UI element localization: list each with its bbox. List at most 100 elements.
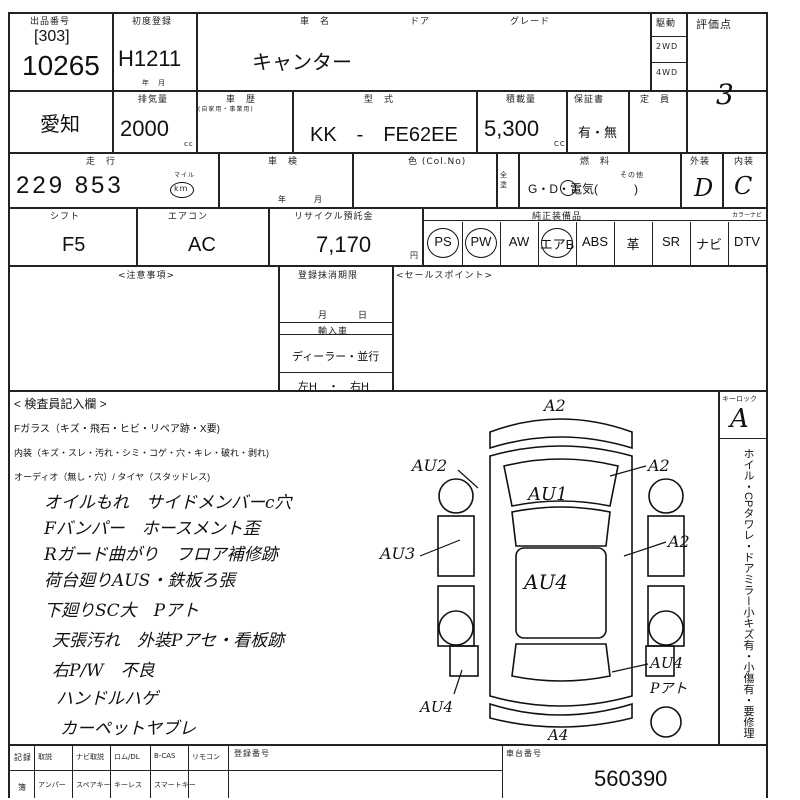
equipment-item: ナビ — [695, 237, 722, 252]
inspector-note-line: ハンドルハゲ — [56, 689, 158, 709]
v-sep — [422, 207, 424, 265]
v-sep — [112, 12, 114, 90]
lot-number: 10265 — [22, 50, 100, 81]
key-mark: A — [730, 404, 749, 434]
repaint-label: 全塗 — [500, 171, 508, 189]
equipment-circle — [427, 228, 459, 258]
v-sep — [110, 744, 111, 798]
navi-label: カラーナビ — [732, 212, 763, 219]
footer-item: ナビ取説 — [76, 753, 104, 761]
load-label: 積載量 — [506, 95, 537, 105]
lot-bracket: [303] — [34, 28, 70, 45]
v-sep — [228, 744, 229, 798]
fuel-options: G・D・電気( ) — [528, 182, 638, 196]
shift-label: シフト — [50, 212, 81, 222]
frame-right — [766, 12, 768, 798]
inspector-title: < 検査員記入欄 > — [14, 397, 107, 411]
load-value: 5,300 — [484, 116, 540, 141]
recycle-unit: 円 — [410, 251, 419, 260]
v-sep — [278, 265, 280, 390]
v-sep — [72, 744, 73, 798]
interior-label: 内装 — [734, 157, 755, 167]
row-sep-4 — [8, 265, 768, 267]
equipment-item: ABS — [581, 234, 608, 249]
side-vertical-notes: ホイル・CPタワレ・ドアミラー小キズ有・小傷有・要修理 — [742, 448, 754, 739]
equipment-item: DTV — [734, 234, 760, 249]
equipment-sep — [538, 222, 539, 265]
sales-label: <セールスポイント> — [396, 271, 494, 281]
key-label: キーロック — [722, 395, 757, 403]
mileage-label: 走 行 — [86, 157, 117, 167]
footer-item: アンパー — [38, 781, 66, 789]
footer-item: リモコン — [192, 753, 220, 761]
chassis-value: 560390 — [594, 766, 668, 791]
mileage-unit-sub: マイル — [174, 172, 196, 179]
h-sep — [650, 36, 686, 37]
color-label: 色 (Col.No) — [408, 157, 467, 167]
mark-au2: AU2 — [412, 456, 448, 475]
mark-a2-mid: A2 — [668, 532, 690, 551]
mark-au4-right: AU4 — [650, 654, 684, 672]
load-unit: CC — [554, 140, 566, 148]
row-sep-5 — [8, 390, 768, 392]
v-sep — [352, 152, 354, 207]
v-sep — [686, 12, 688, 152]
mileage-unit: km — [174, 184, 189, 193]
h-sep — [718, 438, 768, 439]
inspector-note-line: 天張汚れ 外装Pアセ・看板跡 — [52, 631, 285, 651]
v-sep — [292, 90, 294, 152]
inspector-note-line: 右P/W 不良 — [52, 661, 155, 681]
warranty-value: 有・無 — [578, 125, 618, 140]
inspector-note-line: Rガード曲がり フロア補修跡 — [44, 545, 278, 565]
v-sep — [680, 152, 682, 207]
footer-left-label-1: 記録 — [14, 753, 32, 762]
h-sep — [650, 62, 686, 63]
v-sep — [476, 90, 478, 152]
v-sep — [112, 90, 114, 152]
equipment-sep — [614, 222, 615, 265]
equipment-sep — [576, 222, 577, 265]
region-value: 愛知 — [40, 114, 80, 136]
ac-value: AC — [188, 234, 216, 256]
v-sep — [392, 265, 394, 390]
reg-no-label: 登録番号 — [234, 749, 270, 758]
v-sep — [502, 744, 503, 798]
inspector-note-line: オイルもれ サイドメンバーc穴 — [44, 493, 292, 513]
equipment-label: 純正装備品 — [532, 212, 583, 222]
cc-unit: cc — [184, 140, 194, 148]
v-sep — [628, 90, 630, 152]
mark-au1: AU1 — [528, 484, 568, 505]
caution-label: <注意事項> — [118, 271, 176, 281]
v-sep — [566, 90, 568, 152]
inspector-note-line: 荷台廻りAUS・鉄板ろ張 — [44, 571, 236, 591]
v-sep — [34, 744, 35, 798]
v-sep — [268, 207, 270, 265]
mark-pato: Pアト — [650, 681, 688, 697]
row-sep-2 — [8, 152, 768, 154]
drive-4wd: 4WD — [656, 68, 679, 77]
drive-2wd: 2WD — [656, 42, 679, 51]
mark-a2-right: A2 — [648, 456, 670, 475]
v-sep — [136, 207, 138, 265]
model-value: キャンター — [252, 52, 352, 74]
door-label: ドア — [410, 17, 431, 27]
frame-left — [8, 12, 10, 798]
footer-item: B-CAS — [154, 752, 176, 760]
type-label: 型 式 — [364, 95, 395, 105]
model-label: 車 名 — [300, 17, 331, 27]
warranty-label: 保証書 — [574, 95, 605, 105]
equipment-sep — [500, 222, 501, 265]
vehicle-label: 車 歴 — [226, 95, 257, 105]
inspector-note-line: 下廻りSC大 Pアト — [44, 601, 200, 621]
h-sep — [278, 334, 392, 335]
footer-item: 取説 — [38, 753, 52, 761]
v-sep — [722, 152, 724, 207]
fuel-other: その他 — [620, 171, 644, 179]
v-sep — [650, 12, 652, 90]
mark-au3: AU3 — [380, 544, 416, 563]
v-sep — [496, 152, 498, 207]
vehicle-sub: (自家用・事業用) — [198, 106, 254, 113]
h-sep — [278, 372, 392, 373]
grade-label: グレード — [510, 17, 551, 27]
ac-label: エアコン — [168, 212, 209, 222]
